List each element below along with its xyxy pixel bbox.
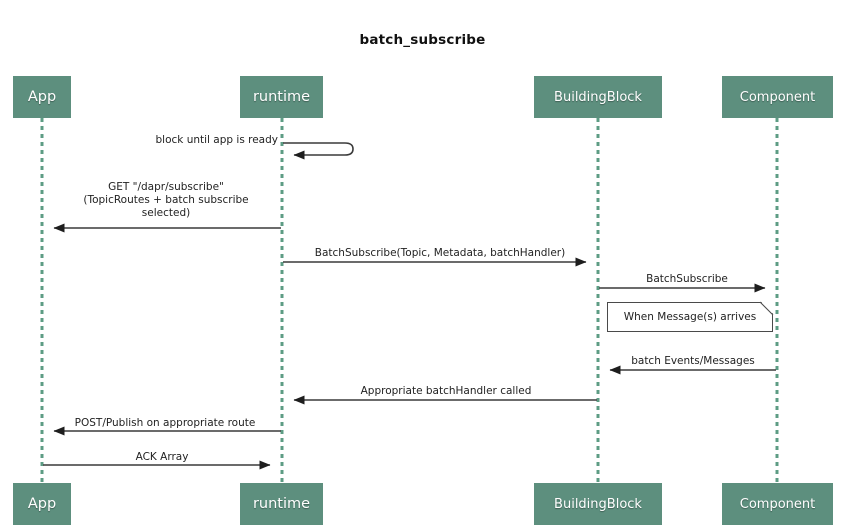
participant-head-component-label: Component (739, 89, 816, 105)
participant-head-app[interactable]: App (13, 76, 71, 118)
lifelines (40, 118, 779, 483)
participant-foot-component-label: Component (739, 496, 816, 512)
message-arrows (43, 142, 776, 470)
participant-foot-runtime-label: runtime (252, 496, 311, 512)
note-when-messages-arrives: When Message(s) arrives (607, 301, 774, 332)
participant-foot-runtime[interactable]: runtime (240, 483, 323, 525)
message-label-batchsubscribe-full: BatchSubscribe(Topic, Metadata, batchHan… (314, 247, 566, 259)
message-label-post-publish-route: POST/Publish on appropriate route (74, 417, 256, 429)
participant-head-buildingblock[interactable]: BuildingBlock (534, 76, 662, 118)
note-fold-icon (759, 301, 774, 316)
participant-head-runtime-label: runtime (252, 89, 311, 105)
message-label-appropriate-batchhandler-called: Appropriate batchHandler called (360, 385, 532, 397)
note-label: When Message(s) arrives (623, 311, 757, 323)
message-label-get-dapr-subscribe-line2: (TopicRoutes + batch subscribe (83, 194, 249, 206)
message-label-get-dapr-subscribe-line3: selected) (141, 207, 191, 219)
message-label-batch-events-messages: batch Events/Messages (631, 355, 755, 367)
participant-head-buildingblock-label: BuildingBlock (554, 89, 642, 105)
diagram-title: batch_subscribe (359, 32, 486, 48)
participant-head-runtime[interactable]: runtime (240, 76, 323, 118)
participant-foot-component[interactable]: Component (722, 483, 833, 525)
participant-foot-app[interactable]: App (13, 483, 71, 525)
participant-foot-buildingblock-label: BuildingBlock (554, 496, 642, 512)
participant-head-app-label: App (27, 89, 57, 105)
participant-foot-buildingblock[interactable]: BuildingBlock (534, 483, 662, 525)
participant-foot-app-label: App (27, 496, 57, 512)
participant-head-component[interactable]: Component (722, 76, 833, 118)
arrow-self-loop-runtime (283, 142, 354, 160)
message-label-get-dapr-subscribe: GET "/dapr/subscribe" (TopicRoutes + bat… (54, 181, 278, 220)
message-label-batchsubscribe: BatchSubscribe (646, 273, 728, 285)
message-label-ack-array: ACK Array (135, 451, 189, 463)
message-label-get-dapr-subscribe-line1: GET "/dapr/subscribe" (108, 181, 224, 193)
message-label-block-until-app-ready: block until app is ready (155, 134, 278, 146)
